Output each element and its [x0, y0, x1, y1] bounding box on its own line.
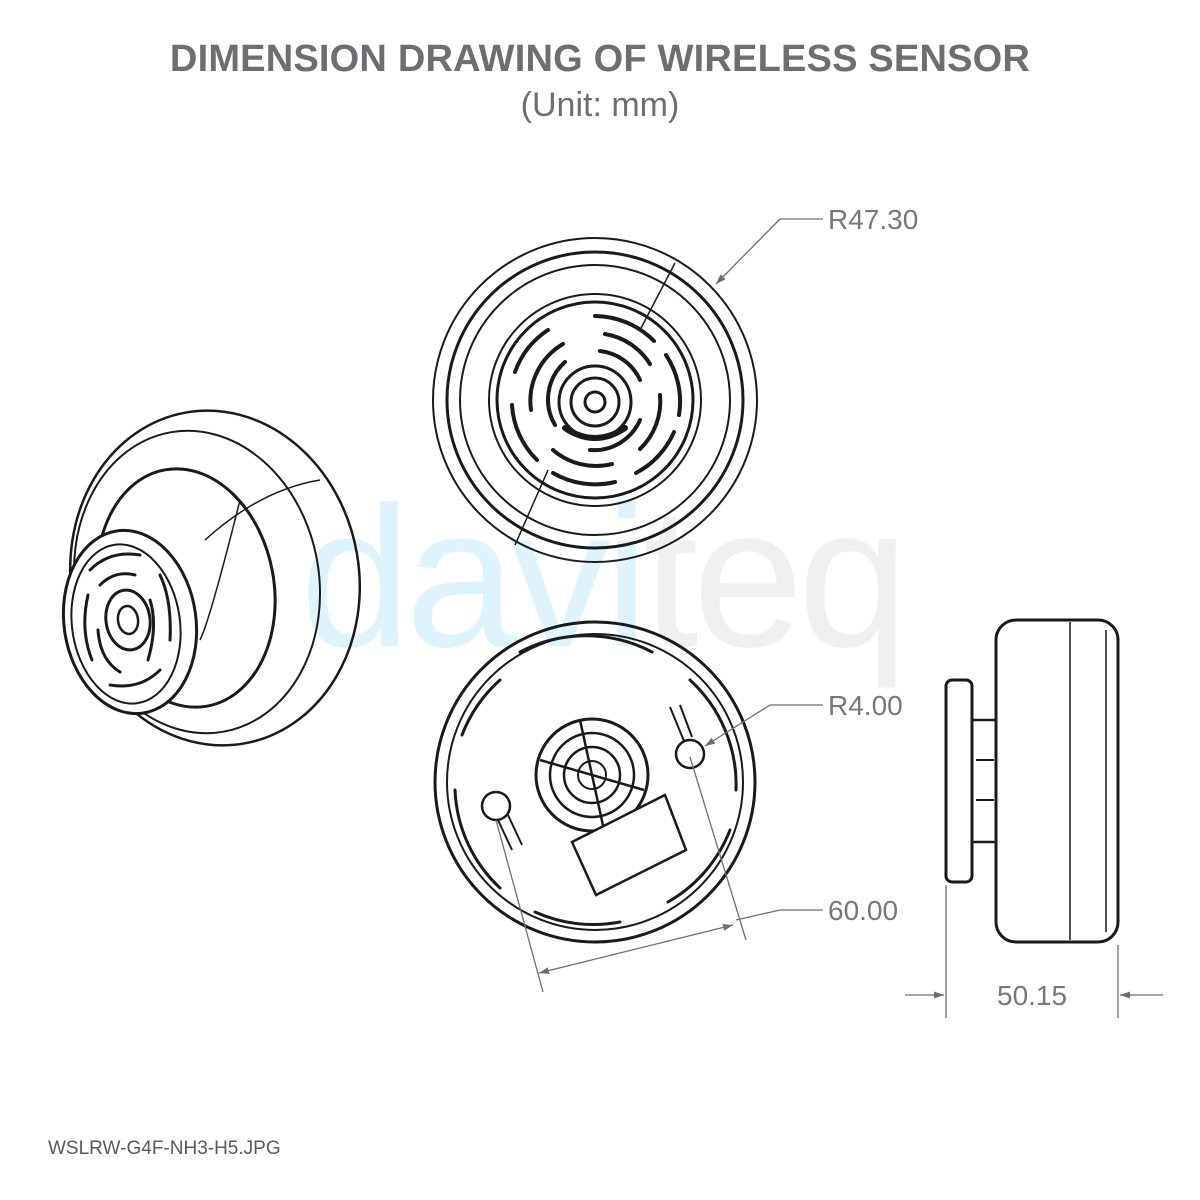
- isometric-view: [61, 409, 362, 747]
- dimension-radius-hole: R4.00: [828, 690, 903, 721]
- back-view: [433, 620, 757, 944]
- watermark-part-1: davi: [300, 466, 649, 689]
- file-name-label: WSLRW-G4F-NH3-H5.JPG: [48, 1138, 281, 1159]
- drawing-title: DIMENSION DRAWING OF WIRELESS SENSOR: [169, 38, 1031, 80]
- dimension-radius-outer: R47.30: [828, 204, 919, 235]
- dimension-hole-spacing: 60.00: [828, 895, 899, 926]
- dimension-lines: [495, 218, 1163, 1018]
- drawing-subtitle: (Unit: mm): [520, 86, 680, 124]
- watermark-part-2: teq: [642, 466, 909, 689]
- dimension-depth: 50.15: [997, 980, 1068, 1011]
- watermark-logo: daviteq: [300, 478, 909, 678]
- front-view: [432, 237, 758, 563]
- side-view: [944, 618, 1120, 944]
